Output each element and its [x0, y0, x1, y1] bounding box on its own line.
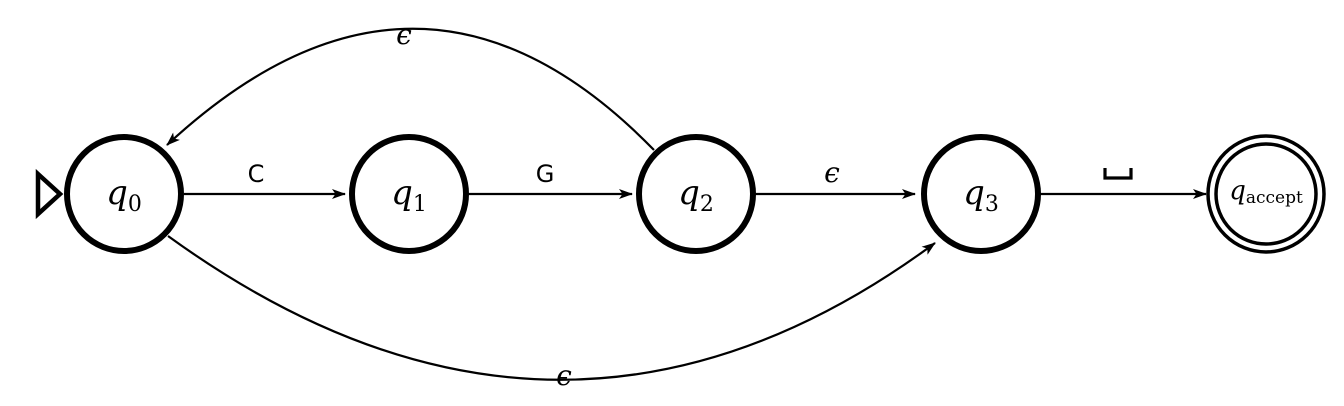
label-q0-q1: C: [248, 160, 265, 188]
state-q-accept-base: q: [1229, 176, 1246, 206]
edge-q0-q3: [167, 235, 936, 381]
svg-text:q3: q3: [963, 173, 999, 217]
state-q-accept-sub: accept: [1246, 188, 1303, 208]
state-q1-sub: 1: [413, 192, 427, 217]
label-q2-q3: ϵ: [824, 156, 840, 189]
svg-text:qaccept: qaccept: [1229, 176, 1303, 208]
state-q-accept: qaccept: [1206, 134, 1326, 254]
state-q2-base: q: [678, 173, 700, 213]
state-q1: q1: [349, 134, 469, 254]
svg-text:q1: q1: [391, 173, 427, 217]
blank-symbol: [1103, 168, 1133, 180]
state-q1-base: q: [391, 173, 413, 213]
state-q3-sub: 3: [985, 192, 999, 217]
state-q2-sub: 2: [700, 192, 714, 217]
label-q1-q2: G: [536, 160, 555, 188]
label-q2-q0: ϵ: [396, 18, 412, 51]
svg-text:q2: q2: [678, 173, 714, 217]
state-q0-base: q: [106, 173, 128, 213]
edge-q2-q0: [166, 27, 655, 151]
start-marker: [35, 168, 64, 220]
state-q2: q2: [636, 134, 756, 254]
state-q3: q3: [921, 134, 1041, 254]
state-q0-sub: 0: [128, 192, 142, 217]
state-q3-base: q: [963, 173, 985, 213]
state-q0: q0: [64, 134, 184, 254]
label-q0-q3: ϵ: [556, 359, 572, 392]
svg-text:q0: q0: [106, 173, 142, 217]
